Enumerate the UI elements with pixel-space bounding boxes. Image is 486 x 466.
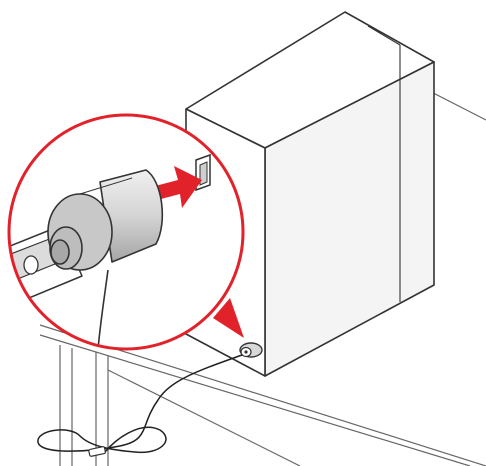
cable-line [37,354,243,454]
callout-ring [7,113,245,351]
desk-rail [107,369,301,466]
case-seam-top [367,25,401,46]
installed-lock-keyhole [244,350,248,354]
key-hole [23,255,39,275]
cable-loop-tag [88,446,106,457]
pointer-triangle-icon [213,298,244,338]
security-cable [37,354,243,454]
cable-crimp [88,446,106,457]
magnify-callout-icon [7,113,245,351]
lock-cylinder [47,169,164,271]
callout-cable [97,269,109,349]
cable-lock-installed [239,342,263,358]
desk-front-rim [39,334,471,466]
desk-leg-left [59,345,73,466]
lock-collar-inner [50,239,70,265]
